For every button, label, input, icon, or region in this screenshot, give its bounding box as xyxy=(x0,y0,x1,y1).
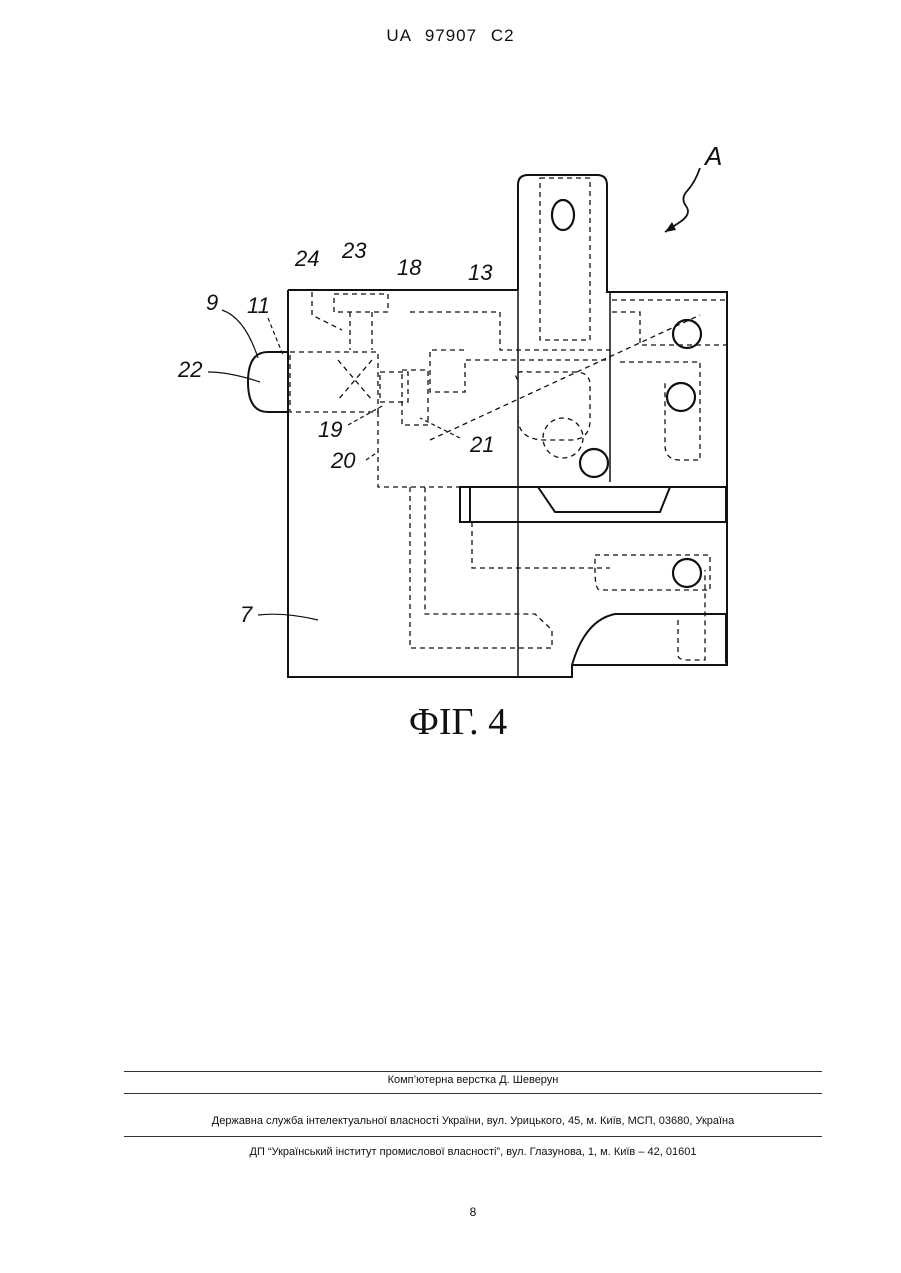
ref-label-9: 9 xyxy=(206,290,218,315)
view-arrow-a xyxy=(665,168,700,232)
ref-label-7: 7 xyxy=(240,602,253,627)
hidden-channel-24 xyxy=(312,292,372,350)
technical-drawing-fig4: 9 11 22 24 23 18 13 19 20 21 7 A xyxy=(160,130,760,700)
hidden-bore-outline xyxy=(516,372,590,440)
hidden-diagonal xyxy=(430,315,700,440)
nose-outline xyxy=(248,352,288,412)
leader-22 xyxy=(208,372,260,382)
slot-inner-profile xyxy=(470,487,670,522)
hidden-part-21 xyxy=(402,370,428,425)
pin-center xyxy=(580,449,608,477)
ref-label-19: 19 xyxy=(318,417,342,442)
divider-line xyxy=(518,290,610,677)
hidden-cross xyxy=(338,360,372,400)
ref-label-18: 18 xyxy=(397,255,422,280)
hidden-slot-arm xyxy=(472,522,610,568)
ref-label-20: 20 xyxy=(330,448,356,473)
ref-label-24: 24 xyxy=(294,246,319,271)
upper-slot-pin xyxy=(552,200,574,230)
ref-label-13: 13 xyxy=(468,260,493,285)
hidden-circle xyxy=(543,418,583,458)
housing-outline xyxy=(288,290,727,677)
pin-middle-right xyxy=(667,383,695,411)
leader-20 xyxy=(366,452,378,460)
hidden-contour-lower xyxy=(378,412,552,648)
ref-label-21: 21 xyxy=(469,432,494,457)
view-arrow-a-head xyxy=(665,222,676,232)
footer-rule-bottom xyxy=(124,1136,822,1137)
hidden-right-frame xyxy=(612,300,728,460)
ref-label-23: 23 xyxy=(341,238,367,263)
page-number: 8 xyxy=(0,1205,901,1219)
hidden-part-19 xyxy=(380,372,408,402)
upper-arm-outline xyxy=(518,175,727,665)
ref-label-22: 22 xyxy=(177,357,202,382)
patent-number-header: UA 97907 C2 xyxy=(0,26,901,46)
view-label-a: A xyxy=(703,141,722,171)
slot xyxy=(460,487,726,522)
footer-institute: ДП “Український інститут промислової вла… xyxy=(0,1146,901,1158)
pin-top-right xyxy=(673,320,701,348)
hidden-pin-23 xyxy=(334,294,388,312)
footer-rule-top xyxy=(124,1071,822,1072)
footer-rule-middle xyxy=(124,1093,822,1094)
hidden-frame-13 xyxy=(410,312,610,392)
hidden-slot-upper xyxy=(540,178,590,340)
figure-caption: ФІГ. 4 xyxy=(0,700,901,744)
footer-typesetting: Комп’ютерна верстка Д. Шеверун xyxy=(0,1074,901,1086)
hidden-block xyxy=(290,352,378,412)
leader-11 xyxy=(268,318,283,355)
footer-agency: Державна служба інтелектуальної власност… xyxy=(0,1115,901,1127)
pin-lower-right xyxy=(673,559,701,587)
ref-label-11: 11 xyxy=(247,293,270,318)
